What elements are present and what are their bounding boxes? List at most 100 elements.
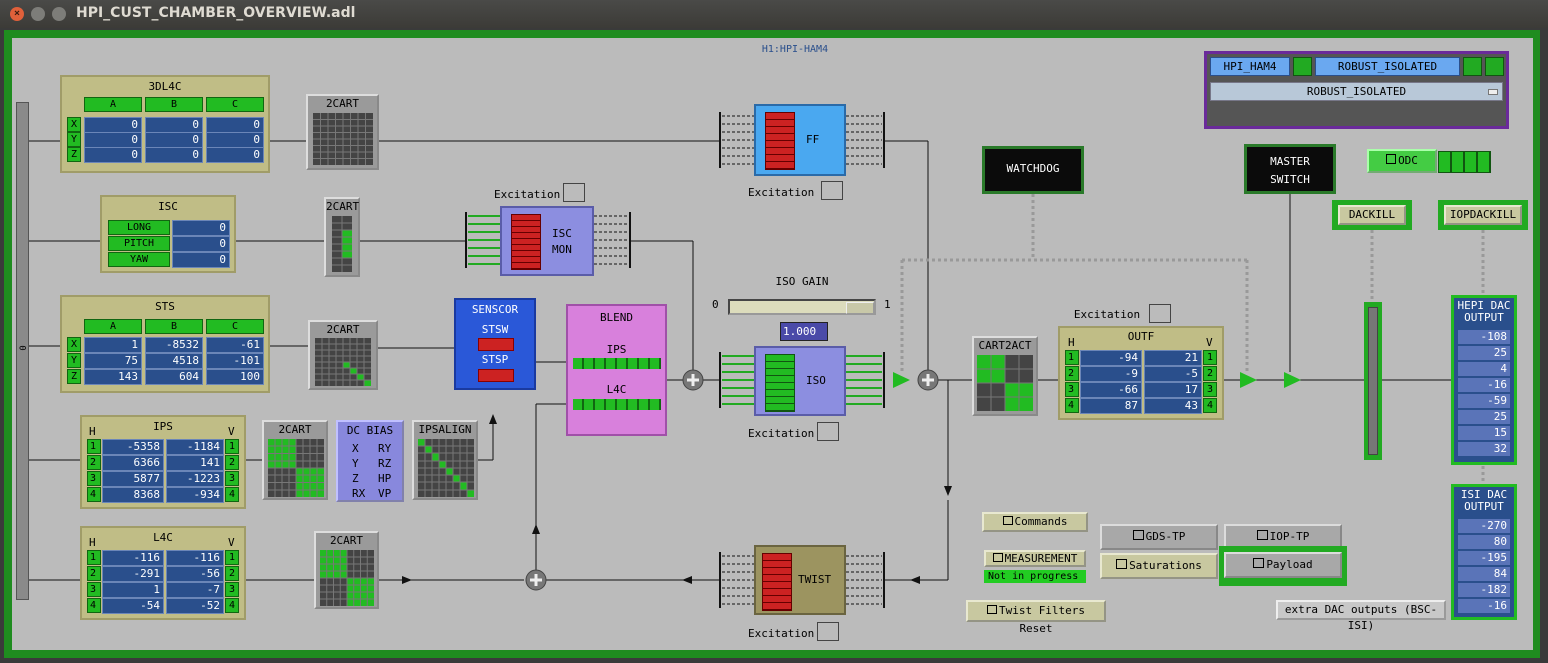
guardian-op-led (1485, 57, 1504, 76)
dof-label: X (352, 442, 359, 455)
watchdog-button[interactable]: WATCHDOG (982, 146, 1084, 194)
2cart-matrix-icon (315, 338, 371, 386)
blend-button[interactable]: BLEND IPS L4C (566, 304, 667, 436)
l4c-panel: L4C H V 1 2 3 4 -116 -291 1 -54 -116 -56… (80, 526, 246, 620)
iopdackill-frame: IOPDACKILL (1438, 200, 1528, 230)
dackill-button[interactable]: DACKILL (1338, 205, 1406, 225)
ipsalign-label: IPSALIGN (418, 423, 472, 436)
isc-mon-button[interactable]: ISC MON (500, 206, 594, 276)
3dl4c-col-c: C (206, 97, 264, 112)
l4c-2cart-button[interactable]: 2CART (314, 531, 379, 609)
l4c-h-value: -291 (102, 566, 164, 582)
cart2act-button[interactable]: CART2ACT (972, 336, 1038, 416)
iso-filter-status (765, 354, 795, 412)
odc-status-bits (1438, 151, 1491, 173)
senscor-title: SENSCOR (471, 303, 519, 316)
ff-excitation-indicator[interactable] (821, 181, 843, 200)
cart2act-label: CART2ACT (978, 339, 1032, 352)
iso-gain-max: 1 (884, 298, 891, 311)
outf-v-value: 21 (1144, 350, 1202, 366)
guardian-request-select[interactable]: ROBUST_ISOLATED (1210, 82, 1503, 101)
window-icon (992, 553, 1003, 562)
ips-h-value: 5877 (102, 471, 164, 487)
saturations-button[interactable]: Saturations (1100, 553, 1218, 579)
3dl4c-2cart-button[interactable]: 2CART (306, 94, 379, 170)
3dl4c-value: 0 (206, 132, 264, 148)
twist-button[interactable]: TWIST (754, 545, 846, 615)
stsp-filter-status (478, 369, 514, 382)
ips-h-value: 6366 (102, 455, 164, 471)
master-switch-button[interactable]: MASTER SWITCH (1244, 144, 1336, 194)
3dl4c-value: 0 (145, 117, 203, 133)
payload-button[interactable]: Payload (1224, 552, 1342, 578)
measurement-label: MEASUREMENT (1004, 552, 1078, 565)
3dl4c-panel: 3DL4C A B C X Y Z 0 0 0 0 0 0 0 0 0 (60, 75, 270, 173)
isc-2cart-button[interactable]: 2CART (324, 197, 360, 277)
twist-excitation-indicator[interactable] (817, 622, 839, 641)
guardian-ok-led (1463, 57, 1482, 76)
sts-value: -8532 (145, 337, 203, 353)
2cart-matrix-icon (313, 113, 373, 165)
iscmon-excitation-indicator[interactable] (563, 183, 585, 202)
guardian-node-button[interactable]: HPI_HAM4 (1210, 57, 1290, 76)
sts-row-x: X (67, 337, 81, 352)
hepi-dac-value: 15 (1458, 426, 1510, 440)
extra-dac-outputs-button[interactable]: extra DAC outputs (BSC-ISI) (1276, 600, 1446, 632)
isi-dac-value: -182 (1458, 583, 1510, 597)
isc-value: 0 (172, 220, 230, 236)
minimize-icon[interactable] (31, 7, 45, 21)
ips-title: IPS (153, 420, 173, 433)
iscmon-label: MON (552, 243, 572, 256)
ips-2cart-button[interactable]: 2CART (262, 420, 328, 500)
gds-tp-button[interactable]: GDS-TP (1100, 524, 1218, 550)
outf-h-label: H (1068, 336, 1075, 349)
blend-title: BLEND (599, 311, 634, 324)
measurement-button[interactable]: MEASUREMENT (984, 550, 1086, 567)
iso-button[interactable]: ISO (754, 346, 846, 416)
hepi-dac-title-line: OUTPUT (1464, 311, 1504, 324)
iso-gain-slider-handle[interactable] (846, 302, 874, 314)
sts-2cart-button[interactable]: 2CART (308, 320, 378, 390)
outf-excitation-label: Excitation (1073, 308, 1141, 321)
blend-ips-status (573, 358, 661, 369)
maximize-icon[interactable] (52, 7, 66, 21)
outf-index: 1 (1203, 350, 1217, 365)
2cart-matrix-icon (268, 439, 324, 497)
ips-v-value: -1223 (166, 471, 224, 487)
commands-button[interactable]: Commands (982, 512, 1088, 532)
ff-filter-status (765, 112, 795, 170)
l4c-h-label: H (89, 536, 96, 549)
senscor-button[interactable]: SENSCOR STSW STSP (454, 298, 536, 390)
outf-panel[interactable]: OUTF H V 1 2 3 4 -94 -9 -66 87 21 -5 17 … (1058, 326, 1224, 420)
odc-label: ODC (1398, 154, 1418, 167)
ipsalign-button[interactable]: IPSALIGN (412, 420, 478, 500)
window-icon (1253, 558, 1265, 568)
l4c-index: 3 (225, 582, 239, 597)
hepi-dac-value: -59 (1458, 394, 1510, 408)
guardian-state-display: ROBUST_ISOLATED (1315, 57, 1460, 76)
ips-index: 4 (87, 487, 101, 502)
iso-gain-slider[interactable] (728, 299, 876, 315)
sts-value: -61 (206, 337, 264, 353)
blend-ips-label: IPS (606, 343, 627, 356)
ips-h-label: H (89, 425, 96, 438)
ff-button[interactable]: FF (754, 104, 846, 176)
odc-button[interactable]: ODC (1367, 149, 1437, 173)
sensor-input-bus: 0 (16, 102, 29, 600)
ips-index: 4 (225, 487, 239, 502)
l4c-v-value: -116 (166, 550, 224, 566)
hepi-dac-value: -16 (1458, 378, 1510, 392)
window-titlebar: × HPI_CUST_CHAMBER_OVERVIEW.adl (0, 0, 1548, 28)
3dl4c-value: 0 (84, 117, 142, 133)
ips-index: 3 (225, 471, 239, 486)
outf-index: 4 (1065, 398, 1079, 413)
iso-excitation-indicator[interactable] (817, 422, 839, 441)
dc-bias-button[interactable]: DC BIAS X Y Z RX RY RZ HP VP (336, 420, 404, 502)
outf-excitation-indicator[interactable] (1149, 304, 1171, 323)
twist-filters-reset-button[interactable]: Twist Filters Reset (966, 600, 1106, 635)
iso-gain-value[interactable]: 1.000 (780, 322, 828, 341)
close-icon[interactable]: × (10, 7, 24, 21)
l4c-v-label: V (228, 536, 235, 549)
iopdackill-button[interactable]: IOPDACKILL (1444, 205, 1522, 225)
